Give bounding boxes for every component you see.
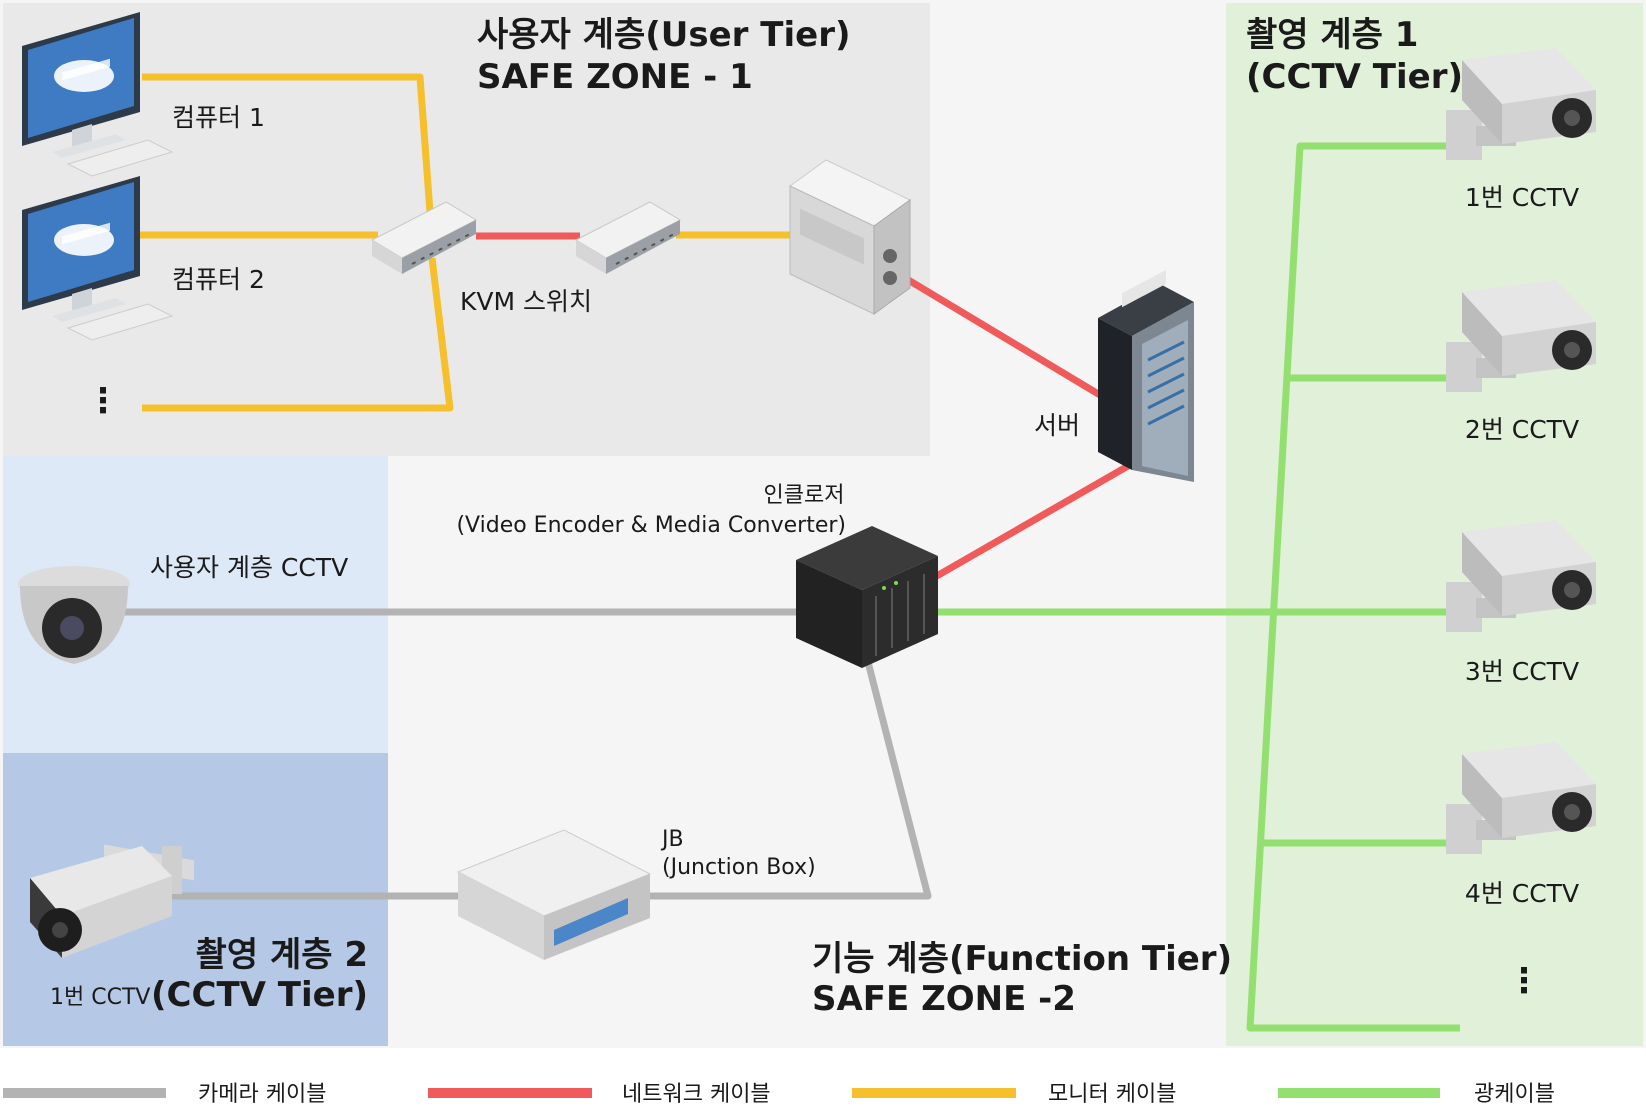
monitor-cables	[140, 73, 792, 412]
cctv-more-label: ⋮	[1507, 961, 1541, 1001]
fiber-trunk	[1246, 142, 1460, 1032]
nas-enclosure-icon	[796, 526, 938, 668]
user-cctv-label: 사용자 계층 CCTV	[150, 553, 348, 582]
cctv-4-label: 4번 CCTV	[1465, 879, 1579, 908]
fiber-cables	[938, 142, 1460, 1032]
cctv-3-label: 3번 CCTV	[1465, 657, 1579, 686]
junction-box-icon	[456, 829, 652, 960]
monitor-icon	[22, 12, 174, 177]
cctv-tier-2-subtitle: (CCTV Tier)	[151, 975, 368, 1015]
jb-desc-label: (Junction Box)	[662, 855, 816, 880]
cctv-2-label: 2번 CCTV	[1465, 415, 1579, 444]
legend-label-monitor: 모니터 케이블	[1048, 1082, 1176, 1107]
bullet-camera-icon	[30, 844, 194, 958]
legend-label-camera: 카메라 케이블	[198, 1082, 326, 1107]
cctv-tier-1-title: 촬영 계층 1	[1246, 15, 1418, 55]
function-tier-title: 기능 계층(Function Tier)	[812, 939, 1232, 979]
computer-1-label: 컴퓨터 1	[172, 103, 265, 132]
legend: 카메라 케이블 네트워크 케이블 모니터 케이블 광케이블	[3, 1082, 1555, 1107]
user-tier-subtitle: SAFE ZONE - 1	[477, 57, 753, 97]
box-camera-icon	[1446, 742, 1596, 854]
cctv-tier-2-title: 촬영 계층 2	[196, 935, 368, 975]
dome-camera-icon	[18, 566, 130, 664]
network-cables	[476, 232, 1137, 581]
server-label: 서버	[1034, 411, 1080, 440]
legend-label-network: 네트워크 케이블	[622, 1082, 771, 1107]
cctv-tier2-cam-label: 1번 CCTV	[50, 985, 150, 1010]
kvm-switch-label: KVM 스위치	[460, 287, 592, 316]
jb-label: JB	[660, 827, 684, 852]
monitor-icon	[22, 176, 174, 341]
box-camera-icon	[1446, 520, 1596, 632]
kvm-switch-icon	[574, 201, 682, 274]
network-cable-tower-server	[898, 271, 1102, 399]
network-cable-server-enclosure	[933, 458, 1137, 581]
user-tier-title: 사용자 계층(User Tier)	[477, 15, 851, 55]
pc-tower-icon	[789, 159, 911, 315]
box-camera-icon	[1446, 48, 1596, 160]
monitor-cable-more	[142, 257, 454, 412]
enclosure-label: 인클로저	[764, 483, 845, 508]
box-camera-icon	[1446, 280, 1596, 392]
server-rack-icon	[1098, 269, 1194, 482]
computer-more-label: ⋮	[86, 381, 120, 421]
computer-2-label: 컴퓨터 2	[172, 265, 265, 294]
cctv-tier-1-subtitle: (CCTV Tier)	[1246, 57, 1463, 97]
cctv-1-label: 1번 CCTV	[1465, 183, 1579, 212]
monitor-cable-pc1	[142, 73, 434, 213]
camera-cable-jb-enclosure	[645, 661, 932, 900]
cctv1-zone-bg	[1226, 3, 1643, 1046]
legend-label-fiber: 광케이블	[1474, 1082, 1555, 1107]
function-tier-subtitle: SAFE ZONE -2	[812, 979, 1076, 1019]
enclosure-desc-label: (Video Encoder & Media Converter)	[456, 513, 846, 538]
camera-cables	[118, 608, 932, 900]
kvm-switch-icon	[370, 201, 478, 274]
